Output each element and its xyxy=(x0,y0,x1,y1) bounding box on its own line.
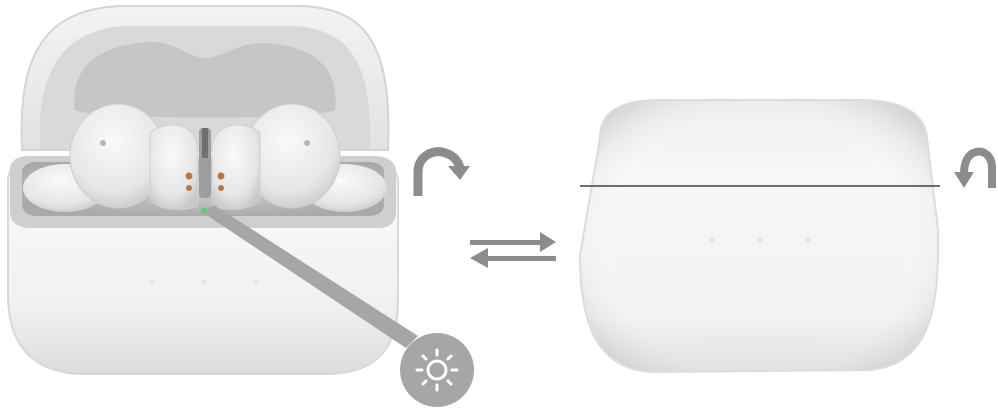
rotate-arrow-icon xyxy=(954,152,992,188)
open-case xyxy=(8,6,398,374)
led-light-icon xyxy=(400,333,474,407)
rotate-arrow-icon xyxy=(418,152,470,196)
swap-arrows-icon xyxy=(470,232,556,268)
closed-case xyxy=(580,100,940,372)
